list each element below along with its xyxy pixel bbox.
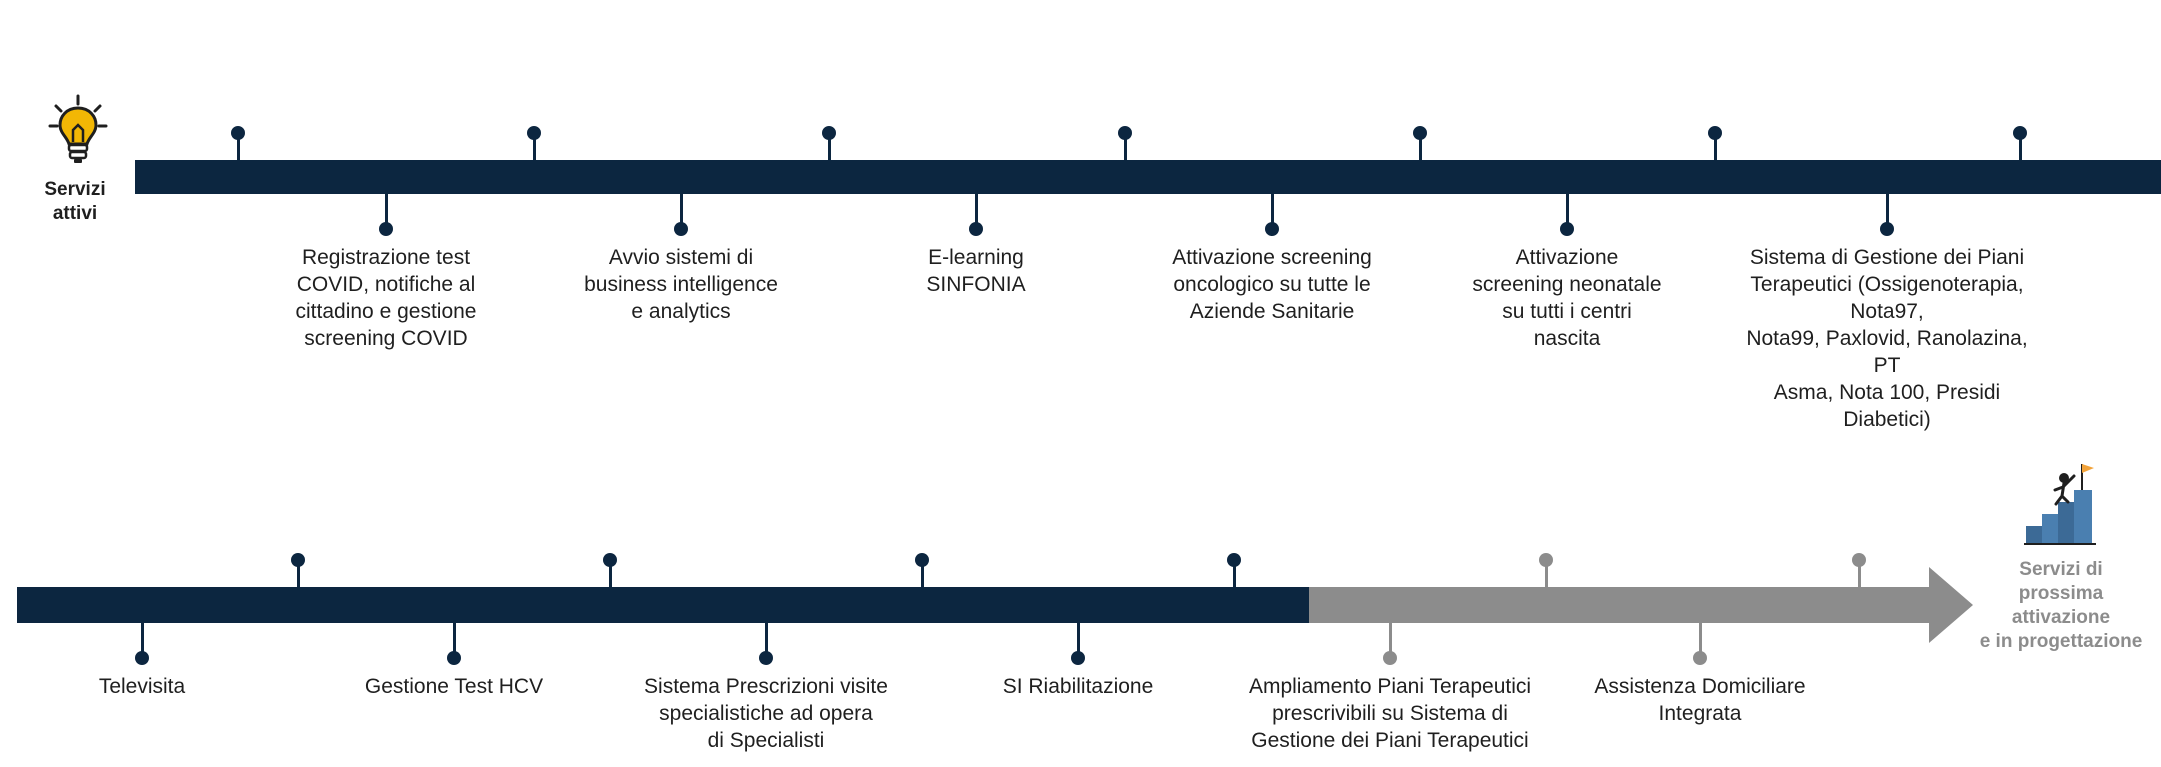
milestone-stem bbox=[1077, 623, 1080, 658]
milestone-label: SI Riabilitazione bbox=[1002, 675, 1154, 698]
milestone-dot bbox=[1560, 222, 1574, 236]
milestone-dot bbox=[1880, 222, 1894, 236]
milestone-dot bbox=[291, 553, 305, 567]
milestone-dot bbox=[1708, 126, 1722, 140]
milestone-stem bbox=[765, 623, 768, 658]
milestone-stem bbox=[453, 623, 456, 658]
milestone-dot bbox=[1118, 126, 1132, 140]
milestone-stem bbox=[1699, 623, 1702, 658]
milestone-label: Ampliamento Piani Terapeutici prescrivib… bbox=[1248, 675, 1532, 752]
milestone-stem bbox=[828, 133, 831, 160]
milestone-dot bbox=[2013, 126, 2027, 140]
milestone-stem bbox=[141, 623, 144, 658]
milestone-label: Attivazione screening oncologico su tutt… bbox=[1172, 246, 1372, 323]
lightbulb-icon bbox=[48, 92, 108, 168]
milestone-dot bbox=[1539, 553, 1553, 567]
milestone-label: Sistema Prescrizioni visite specialistic… bbox=[644, 675, 888, 752]
milestone-dot bbox=[1071, 651, 1085, 665]
milestone-label: Assistenza Domiciliare Integrata bbox=[1594, 675, 1806, 725]
milestone-dot bbox=[1693, 651, 1707, 665]
milestone-dot bbox=[674, 222, 688, 236]
milestone-stem bbox=[237, 133, 240, 160]
milestone-stem bbox=[1545, 560, 1548, 587]
milestone-dot bbox=[822, 126, 836, 140]
future-services-label: Servizi di prossima attivazione e in pro… bbox=[1979, 559, 2143, 652]
milestone-dot bbox=[379, 222, 393, 236]
timeline-bar-active bbox=[135, 160, 2161, 194]
milestone-stem bbox=[1858, 560, 1861, 587]
milestone-stem bbox=[680, 194, 683, 229]
milestone-label: Attivazione screening neonatale su tutti… bbox=[1472, 246, 1662, 350]
timeline-bar-active-2 bbox=[17, 587, 1309, 623]
milestone-stem bbox=[921, 560, 924, 587]
milestone-stem bbox=[1419, 133, 1422, 160]
milestone-dot bbox=[915, 553, 929, 567]
milestone-dot bbox=[231, 126, 245, 140]
milestone-label: Registrazione test COVID, notifiche al c… bbox=[295, 246, 477, 350]
milestone-stem bbox=[1271, 194, 1274, 229]
milestone-dot bbox=[135, 651, 149, 665]
milestone-label: Sistema di Gestione dei Piani Terapeutic… bbox=[1746, 246, 2028, 431]
milestone-label: Gestione Test HCV bbox=[364, 675, 544, 698]
milestone-label: Avvio sistemi di business intelligence e… bbox=[584, 246, 778, 323]
milestone-stem bbox=[385, 194, 388, 229]
milestone-stem bbox=[2019, 133, 2022, 160]
active-services-label: Servizi attivi bbox=[44, 179, 106, 224]
milestone-label: Televisita bbox=[98, 675, 186, 698]
milestone-dot bbox=[1383, 651, 1397, 665]
milestone-stem bbox=[1233, 560, 1236, 587]
timeline-bar-future bbox=[1309, 587, 1929, 623]
milestone-dot bbox=[1227, 553, 1241, 567]
milestone-stem bbox=[1566, 194, 1569, 229]
milestone-stem bbox=[1714, 133, 1717, 160]
timeline-arrow-head bbox=[1929, 567, 1973, 643]
milestone-dot bbox=[1413, 126, 1427, 140]
milestone-stem bbox=[1124, 133, 1127, 160]
milestone-stem bbox=[1886, 194, 1889, 229]
milestone-label: E-learning SINFONIA bbox=[926, 246, 1026, 296]
milestone-dot bbox=[969, 222, 983, 236]
milestone-dot bbox=[603, 553, 617, 567]
milestone-dot bbox=[1852, 553, 1866, 567]
milestone-dot bbox=[527, 126, 541, 140]
milestone-stem bbox=[1389, 623, 1392, 658]
milestone-stem bbox=[533, 133, 536, 160]
milestone-stem bbox=[975, 194, 978, 229]
milestone-dot bbox=[759, 651, 773, 665]
milestone-stem bbox=[297, 560, 300, 587]
milestone-dot bbox=[1265, 222, 1279, 236]
milestone-stem bbox=[609, 560, 612, 587]
climbing-stairs-flag-icon bbox=[2022, 460, 2098, 546]
milestone-dot bbox=[447, 651, 461, 665]
